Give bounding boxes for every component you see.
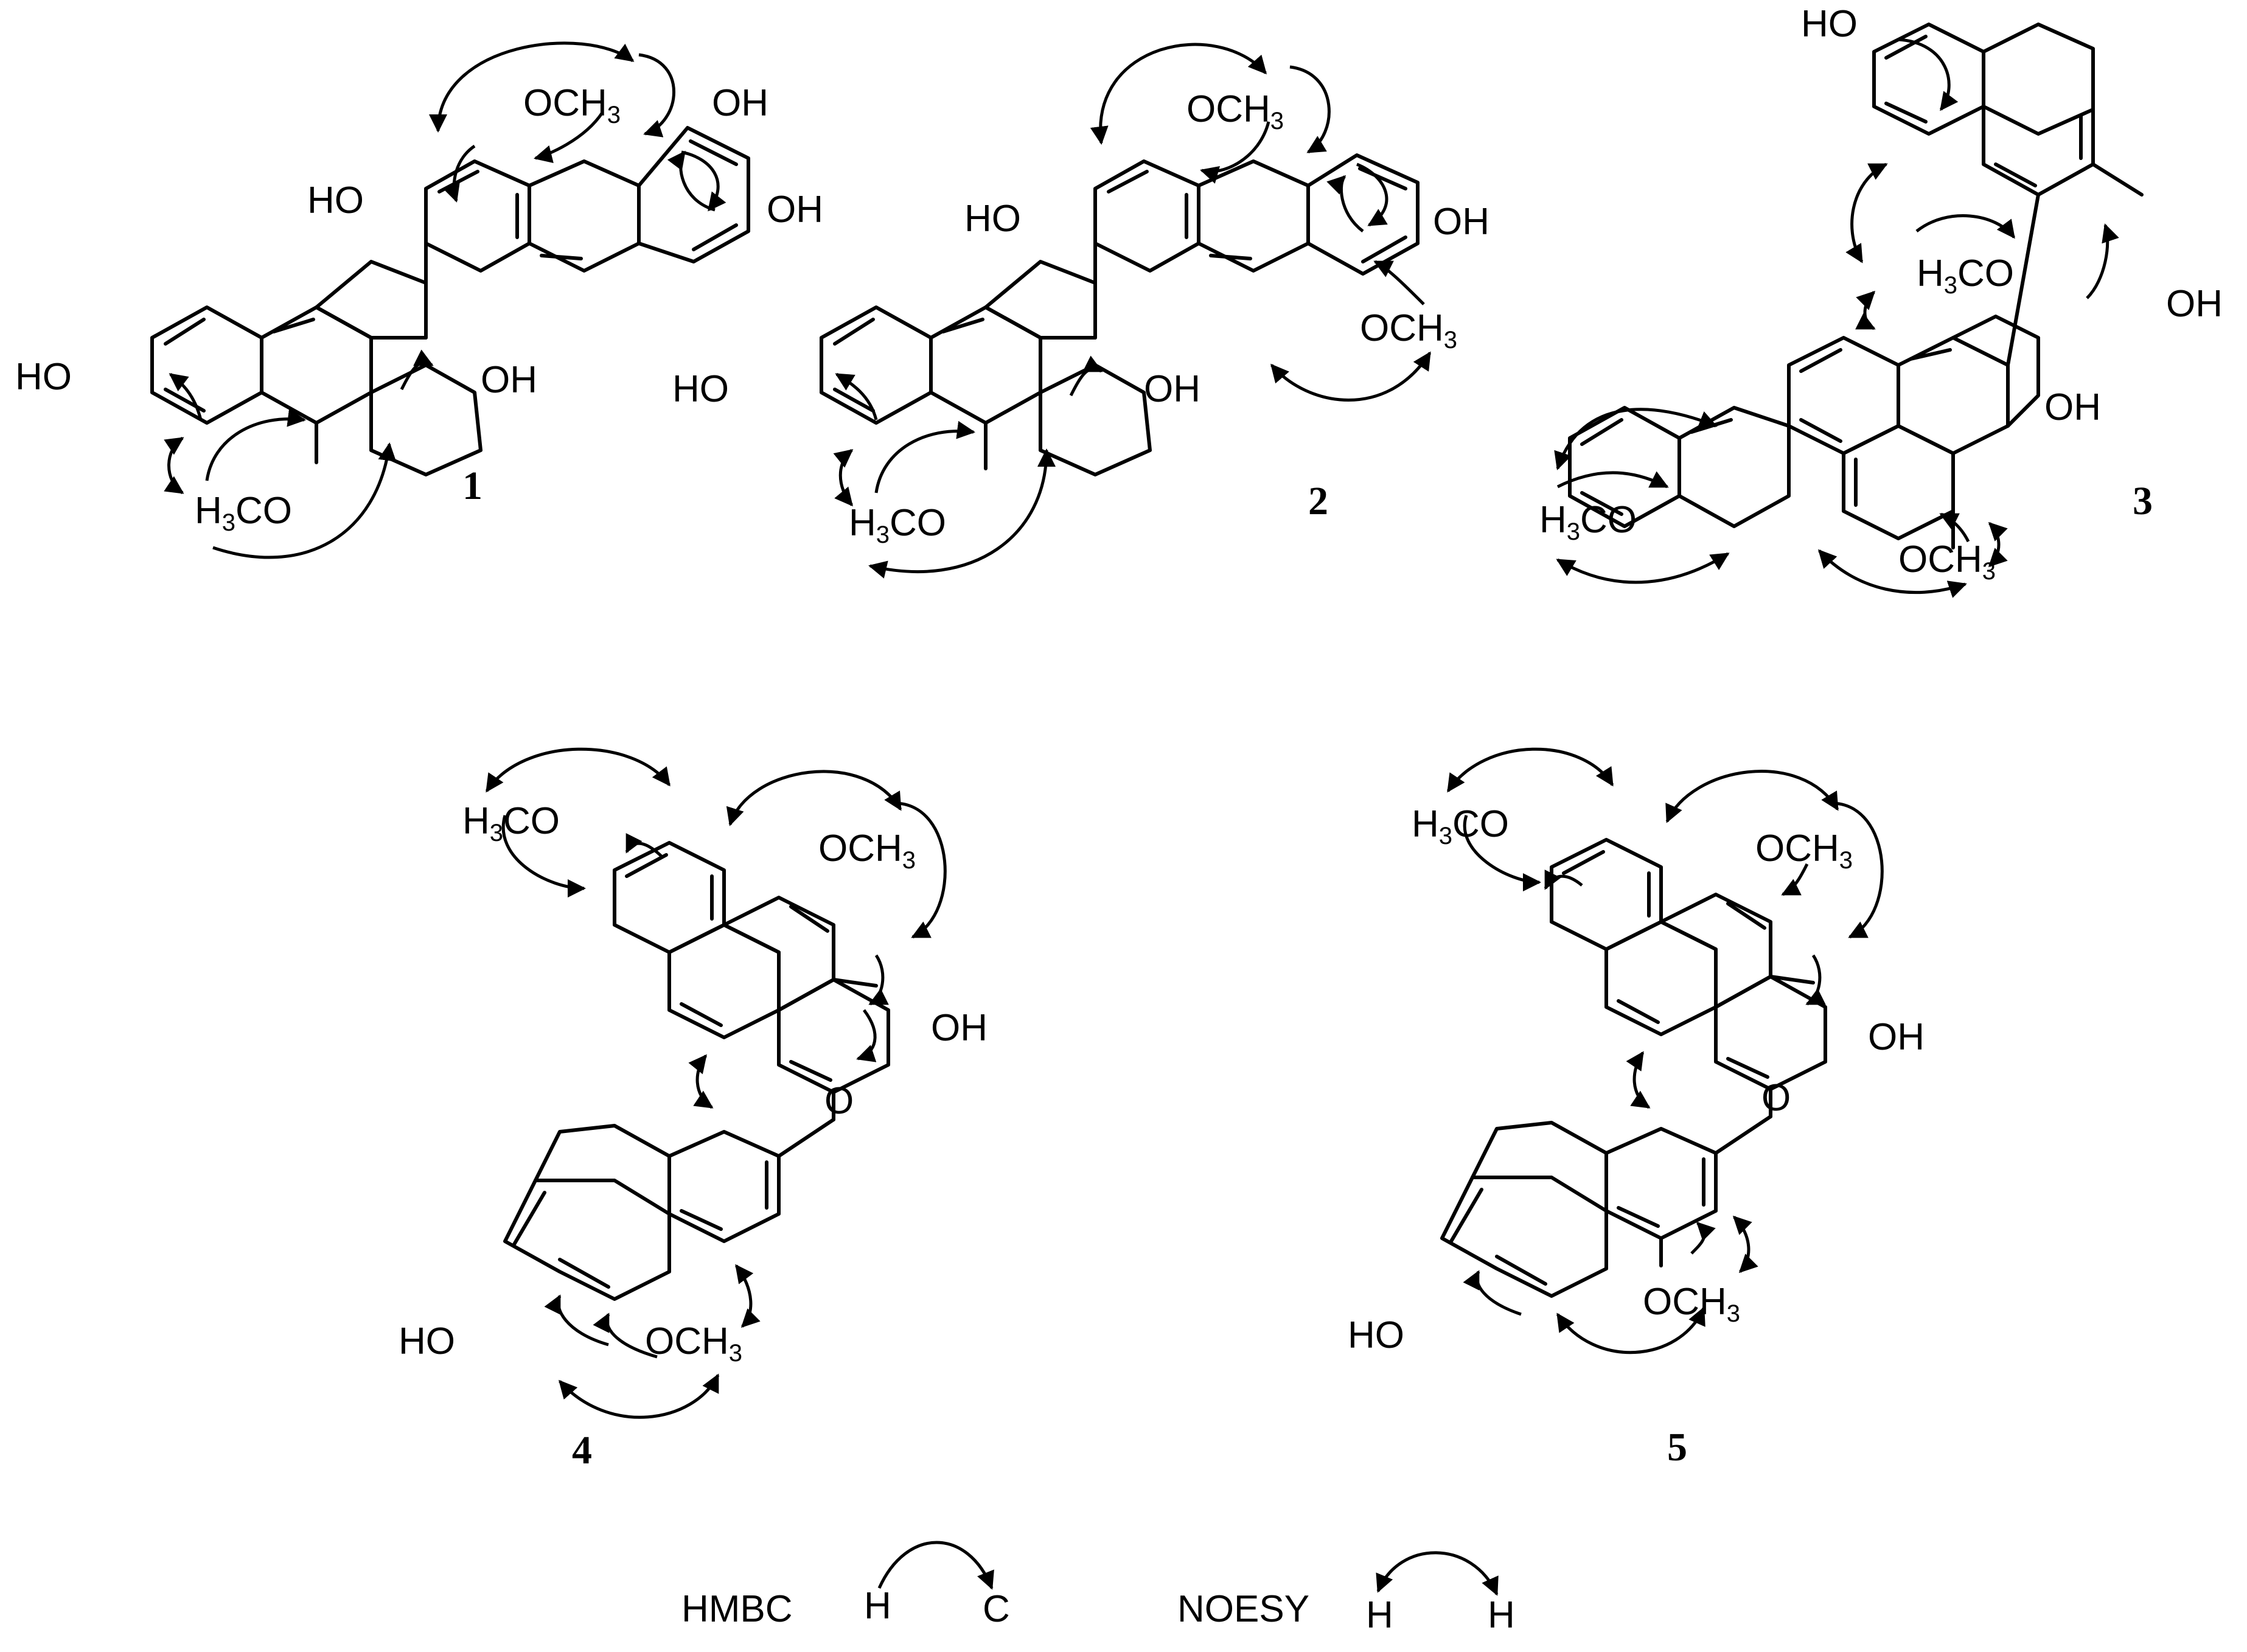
compound-2-bonds xyxy=(820,153,1420,476)
compound-4-arrows xyxy=(485,747,947,1419)
compound-5-labels: H3CO OCH3 OH O OCH3 HO 5 xyxy=(1348,803,1925,1469)
c3-label-0: HO xyxy=(1801,3,1858,45)
c1-label-6: H3CO xyxy=(195,490,292,536)
compound-1-labels: OCH3 OH OH HO HO OH H3CO 1 xyxy=(15,82,823,536)
c2-label-3: OCH3 xyxy=(1360,307,1457,354)
legend-hmbc-label: HMBC xyxy=(681,1588,793,1630)
c2-label-4: HO xyxy=(672,368,729,410)
compound-4-bonds xyxy=(503,841,890,1301)
legend-hmbc-from: H xyxy=(864,1585,891,1627)
c2-label-6: H3CO xyxy=(849,502,946,548)
legend-noesy-arrow xyxy=(1376,1551,1499,1596)
c1-label-0: OCH3 xyxy=(523,82,621,128)
c3-label-2: OH xyxy=(2166,283,2223,325)
compound-number-2: 2 xyxy=(1308,479,1328,523)
compound-3: HO H3CO OH OH H3CO OCH3 3 xyxy=(1539,3,2223,598)
c4-label-2: OH xyxy=(931,1007,988,1049)
c4-label-1: OCH3 xyxy=(818,828,916,874)
compound-4: H3CO OCH3 OH O HO OCH3 4 xyxy=(399,747,988,1473)
c5-label-5: HO xyxy=(1348,1314,1404,1356)
c3-label-1: H3CO xyxy=(1917,253,2014,299)
c5-label-3: O xyxy=(1761,1077,1791,1119)
c1-label-5: OH xyxy=(481,359,537,401)
legend-noesy: NOESY H H xyxy=(1177,1551,1515,1636)
c1-label-1: OH xyxy=(712,82,768,124)
compound-number-4: 4 xyxy=(572,1428,592,1473)
compound-3-bonds xyxy=(1568,23,2144,549)
c4-label-3: O xyxy=(824,1080,854,1122)
compound-2-labels: OCH3 HO OH OCH3 HO OH H3CO 2 xyxy=(672,88,1489,548)
c5-label-2: OH xyxy=(1868,1016,1925,1058)
compound-2: OCH3 HO OH OCH3 HO OH H3CO 2 xyxy=(672,43,1489,579)
compound-1-arrows xyxy=(164,41,726,559)
c5-label-1: OCH3 xyxy=(1755,828,1853,874)
c4-label-0: H3CO xyxy=(462,800,560,846)
compound-2-arrows xyxy=(833,43,1432,579)
compound-number-1: 1 xyxy=(462,464,482,508)
legend-noesy-to: H xyxy=(1488,1594,1515,1636)
c3-label-3: OH xyxy=(2044,386,2101,428)
legend-noesy-label: NOESY xyxy=(1177,1588,1309,1630)
compound-1-bonds xyxy=(150,126,750,476)
legend-hmbc-arrow xyxy=(877,1541,994,1590)
c1-label-2: OH xyxy=(767,189,823,231)
compound-3-arrows xyxy=(1554,38,2119,598)
legend: HMBC H C NOESY H H xyxy=(681,1541,1515,1636)
c5-label-4: OCH3 xyxy=(1643,1281,1740,1327)
c4-label-4: HO xyxy=(399,1320,455,1362)
compound-3-labels: HO H3CO OH OH H3CO OCH3 3 xyxy=(1539,3,2223,585)
compound-4-labels: H3CO OCH3 OH O HO OCH3 4 xyxy=(399,800,988,1473)
c2-label-0: OCH3 xyxy=(1186,88,1284,134)
c1-label-3: HO xyxy=(307,179,364,221)
c2-label-1: HO xyxy=(964,198,1021,240)
legend-hmbc: HMBC H C xyxy=(681,1541,1010,1630)
compound-5-bonds xyxy=(1440,838,1827,1298)
c2-label-5: OH xyxy=(1144,368,1200,410)
compound-number-3: 3 xyxy=(2133,479,2153,523)
compound-5: H3CO OCH3 OH O OCH3 HO 5 xyxy=(1348,747,1925,1469)
compound-5-arrows xyxy=(1446,747,1884,1354)
compound-number-5: 5 xyxy=(1667,1425,1687,1469)
compound-1: OCH3 OH OH HO HO OH H3CO 1 xyxy=(15,41,823,559)
legend-hmbc-to: C xyxy=(983,1588,1010,1630)
c3-label-5: OCH3 xyxy=(1898,538,1996,585)
c3-label-4: H3CO xyxy=(1539,499,1637,545)
c4-label-5: OCH3 xyxy=(645,1320,742,1367)
c1-label-4: HO xyxy=(15,356,72,398)
c5-label-0: H3CO xyxy=(1412,803,1509,849)
c2-label-2: OH xyxy=(1433,201,1489,243)
legend-noesy-from: H xyxy=(1366,1594,1393,1636)
